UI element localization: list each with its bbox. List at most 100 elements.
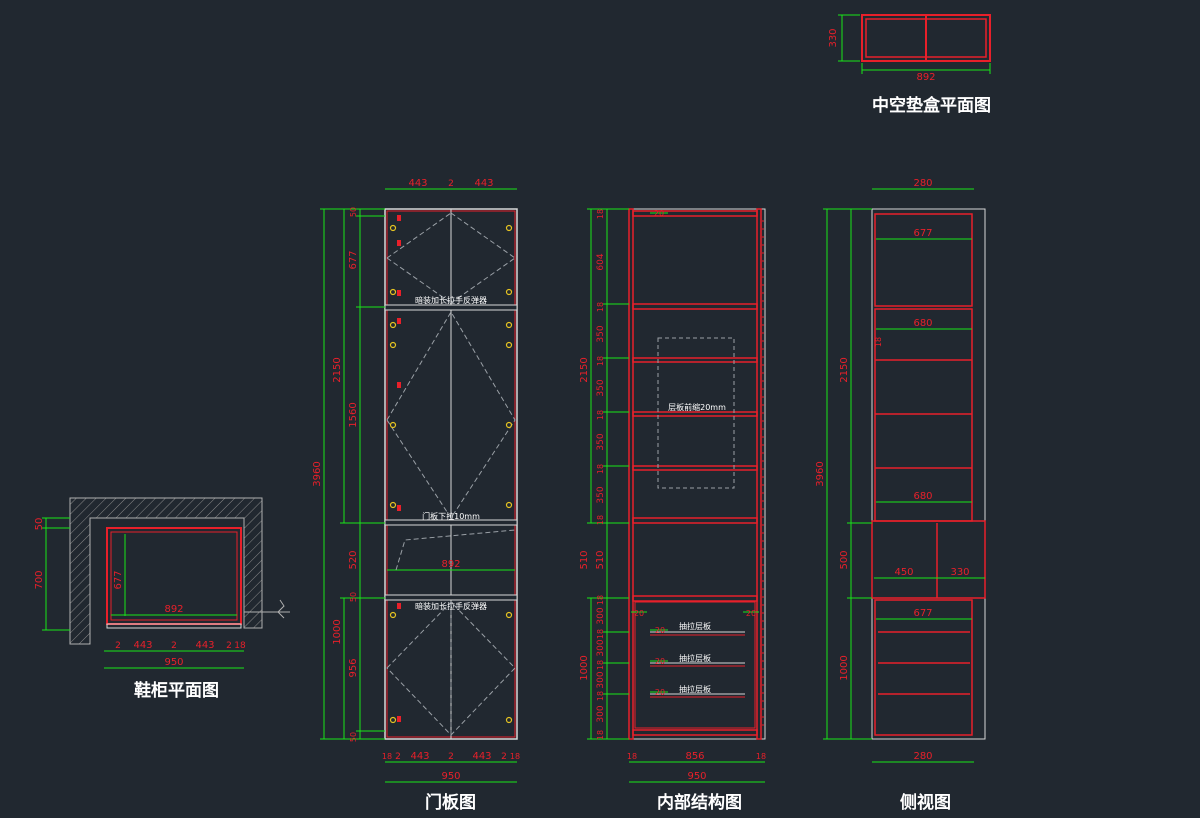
internal-drawer-label-3: 抽拉层板 [679,684,711,694]
handle-mark [397,505,401,511]
internal-upper-segment-8: 350 [596,433,606,450]
shelf-3 [632,411,758,417]
handle-mark [397,318,401,324]
internal-upper-segment-10: 350 [596,486,606,503]
internal-upper-segment-6: 350 [596,379,606,396]
internal-top-dim: 20 [654,209,664,218]
door-lower-total: 1000 [332,619,343,644]
internal-bottom-dim-3: 18 [756,752,766,761]
internal-side-right-dim: 20 [746,609,756,618]
door-note-mid: 门板下拉10mm [422,511,480,521]
internal-lower-segment-9: 18 [596,730,605,740]
door-segment-6: 956 [348,658,359,677]
shelf-6 [632,595,758,602]
hinge-icon [389,501,397,509]
shelf-5 [632,517,758,524]
side-lower-box [874,599,973,736]
internal-upper-segment-3: 18 [596,302,605,312]
door-segment-2: 677 [348,250,359,269]
side-upper-total: 2150 [839,357,850,382]
hinge-icon [505,288,513,296]
hinge-icon [505,501,513,509]
side-top-width: 280 [913,178,932,189]
door-top-dim-2: 2 [448,179,454,189]
hinge-icon [389,611,397,619]
side-title: 侧视图 [900,793,951,813]
side-split-dim-1: 450 [894,567,913,578]
internal-drawer-shelves [650,631,745,698]
side-lower-total: 1000 [839,655,850,680]
internal-bottom-dim-1: 18 [627,752,637,761]
door-bottom-dim-4: 2 [448,752,454,762]
pad-plan-view: 330 892 [828,14,991,83]
door-note-upper: 暗装加长拉手反弹器 [415,295,487,305]
internal-shelf-note: 层板前缩20mm [668,402,726,412]
internal-lower-segment-1: 18 [596,595,605,605]
door-swing-lines-mid [386,311,516,519]
door-bottom-dim-2: 2 [395,752,401,762]
door-mid-dashed [395,529,516,571]
side-inner-dims [874,238,985,620]
hinge-icon [389,421,397,429]
internal-drawer-dims [631,212,759,693]
shoe-plan-total-width: 950 [164,657,183,668]
shoe-plan-left-dim-1: 50 [34,518,45,531]
internal-view: 层板前缩20mm 抽拉层板 抽拉层板 抽拉层板 20 20 20 20 20 2… [579,208,766,783]
internal-mid-dim: 510 [595,550,606,569]
internal-drawer-dim-1: 20 [655,626,665,635]
hinge-icon [505,224,513,232]
shelf-bottom [632,729,758,736]
door-segment-1: 50 [349,207,358,217]
shoe-plan-view: 677 892 50 700 2 443 2 443 2 18 950 [34,497,290,669]
internal-total-width: 950 [687,771,706,782]
internal-shelf-setback-area [657,337,735,489]
side-split-dim-2: 330 [950,567,969,578]
door-bottom-dim-5: 443 [472,751,491,762]
internal-lower-segment-6: 300 [596,671,606,688]
handle-mark [397,716,401,722]
internal-drawer-label-2: 抽拉层板 [679,653,711,663]
shelf-1 [632,303,758,310]
shoe-plan-break-mark [277,599,285,619]
door-view: 443 2 443 892 [312,178,520,783]
door-bottom-dim-1: 18 [382,752,392,761]
shoe-plan-title: 鞋柜平面图 [134,681,219,701]
internal-upper-segment-2: 604 [596,253,606,270]
side-upper-box-2 [874,308,973,522]
door-segment-7: 50 [349,732,358,742]
shoe-plan-inner-width: 892 [164,604,183,615]
hinge-icon [505,611,513,619]
shoe-plan-bottom-dim-5: 2 [226,641,232,651]
side-dim-ticks [823,208,872,740]
handle-mark [397,215,401,221]
internal-upper-segment-4: 350 [596,325,606,342]
internal-upper-segment-9: 18 [596,464,605,474]
hinge-icon [505,341,513,349]
internal-upper-segment-1: 18 [596,209,605,219]
internal-drawer-box [634,601,756,729]
door-segment-4: 520 [348,550,359,569]
door-note-lower: 暗装加长拉手反弹器 [415,601,487,611]
door-dim-ticks [320,208,385,740]
handle-mark [397,382,401,388]
shoe-plan-bottom-dim-4: 443 [195,640,214,651]
door-bottom-dim-7: 18 [510,752,520,761]
shoe-plan-bottom-dim-3: 2 [171,641,177,651]
internal-mid-dim-outer: 510 [579,550,590,569]
door-upper-gap [384,304,518,311]
side-inner-dim-1: 677 [913,228,932,239]
shoe-plan-left-dim-2: 700 [34,570,45,589]
hinge-icon [505,716,513,724]
internal-lower-segment-8: 300 [596,705,606,722]
pad-plan-title: 中空垫盒平面图 [872,96,991,116]
side-inner-dim-2: 680 [913,318,932,329]
pad-plan-width-dim: 892 [916,72,935,83]
internal-shelves [632,210,758,736]
internal-upper-segment-7: 18 [596,410,605,420]
side-inner-dim-3: 680 [913,491,932,502]
internal-drawer-dim-3: 20 [655,688,665,697]
internal-right-panel [756,208,762,740]
internal-drawer-dim-2: 20 [655,657,665,666]
hinge-icon [389,288,397,296]
hinge-icon [505,421,513,429]
